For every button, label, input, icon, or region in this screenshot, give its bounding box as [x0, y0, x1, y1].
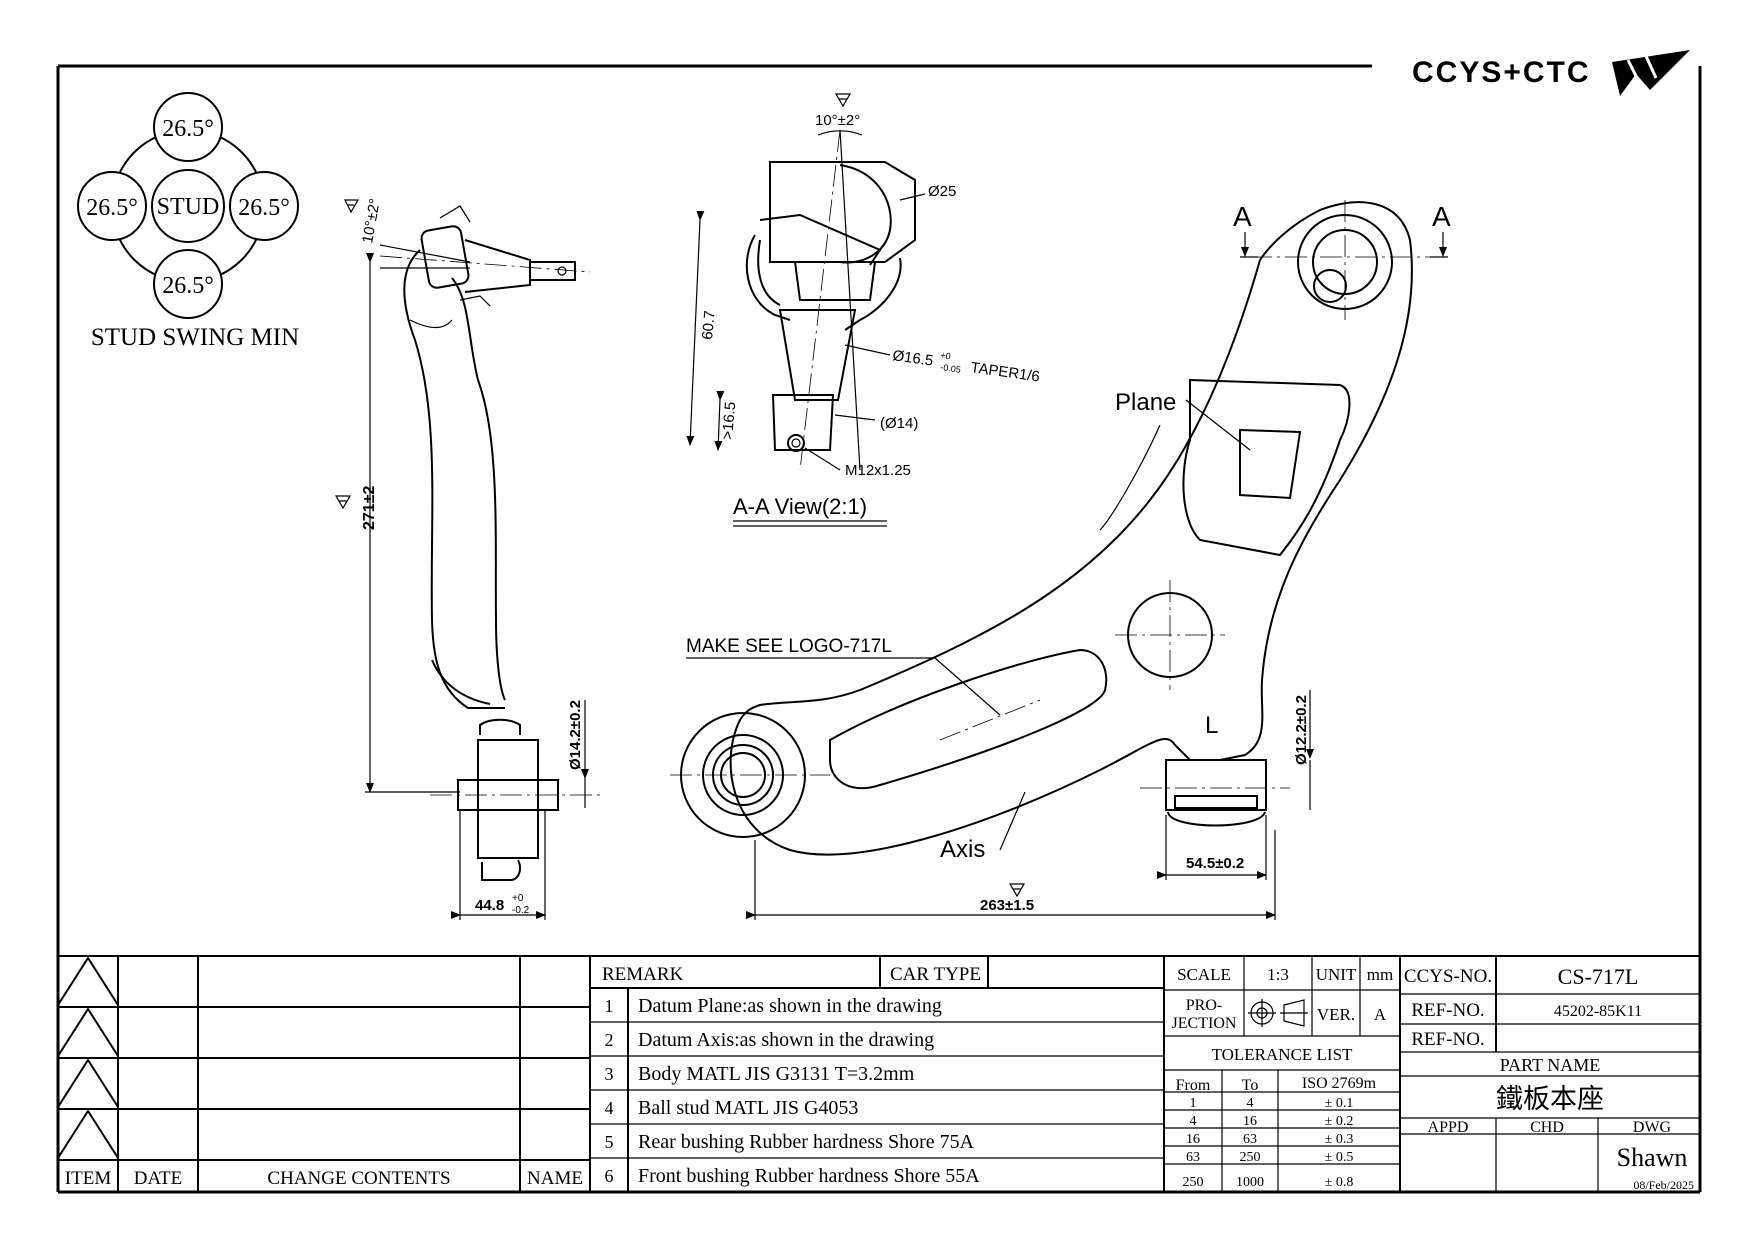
ref-no-value: 45202-85K11	[1554, 1003, 1642, 1020]
svg-text:± 0.3: ± 0.3	[1325, 1132, 1354, 1147]
remark-3: Body MATL JIS G3131 T=3.2mm	[638, 1063, 915, 1085]
aa-length-dim: 60.7	[699, 310, 718, 341]
part-name-value: 鐵板本座	[1496, 1084, 1604, 1114]
dwg-label: DWG	[1633, 1119, 1672, 1136]
svg-text:2: 2	[605, 1030, 614, 1050]
svg-text:1000: 1000	[1236, 1175, 1264, 1190]
svg-text:6: 6	[605, 1166, 614, 1186]
remark-5: Rear bushing Rubber hardness Shore 75A	[638, 1131, 975, 1153]
svg-text:63: 63	[1243, 1132, 1257, 1147]
rev-header-change: CHANGE CONTENTS	[267, 1168, 450, 1189]
rev-header-date: DATE	[134, 1168, 183, 1189]
section-a-right: A	[1432, 201, 1451, 232]
sheet-border	[56, 64, 1702, 1194]
company-logo: CCYS+CTC	[1412, 50, 1690, 96]
svg-text:From: From	[1176, 1077, 1211, 1094]
swing-angle-bottom: 26.5°	[162, 273, 214, 299]
svg-text:4: 4	[605, 1098, 614, 1118]
svg-text:± 0.2: ± 0.2	[1325, 1114, 1354, 1129]
tolerance-title: TOLERANCE LIST	[1212, 1045, 1353, 1064]
aa-ball-dia: Ø25	[928, 183, 956, 200]
svg-text:ISO 2769m: ISO 2769m	[1302, 1075, 1377, 1092]
aa-thread: M12x1.25	[845, 462, 911, 479]
svg-text:PRO-: PRO-	[1186, 997, 1222, 1014]
remark-header: REMARK	[602, 964, 684, 985]
stud-label: STUD	[157, 194, 220, 220]
section-a-left: A	[1233, 201, 1252, 232]
svg-text:-0.2: -0.2	[512, 905, 530, 916]
aa-thread-len-dim: >16.5	[719, 401, 739, 440]
rear-bushing-width: 54.5±0.2	[1186, 855, 1244, 872]
svg-text:+0: +0	[512, 893, 524, 904]
aa-angle-dim: 10°±2°	[815, 112, 860, 129]
svg-text:250: 250	[1183, 1175, 1204, 1190]
side-height-dim: 271±2	[361, 486, 378, 530]
unit-label: UNIT	[1316, 965, 1357, 984]
chd-label: CHD	[1530, 1119, 1564, 1136]
title-block: ITEM DATE CHANGE CONTENTS NAME REMARK CA…	[57, 955, 1700, 1192]
aa-taper-text: TAPER1/6	[969, 359, 1040, 386]
swing-angle-top: 26.5°	[162, 116, 214, 142]
rev-header-name: NAME	[527, 1168, 583, 1189]
side-bushing-width: 44.8	[475, 897, 504, 914]
svg-text:16: 16	[1243, 1114, 1257, 1129]
svg-text:1: 1	[1190, 1096, 1197, 1111]
svg-text:± 0.5: ± 0.5	[1325, 1150, 1354, 1165]
aa-section-view: 10°±2° 60.7 >16.5 Ø25 Ø16.5 +0 -0.05 TAP…	[686, 93, 1041, 527]
side-bushing-dia: Ø14.2±0.2	[567, 700, 584, 770]
appd-label: APPD	[1428, 1119, 1469, 1136]
remark-2: Datum Axis:as shown in the drawing	[638, 1029, 934, 1051]
svg-text:± 0.8: ± 0.8	[1325, 1175, 1354, 1190]
plane-label: Plane	[1115, 389, 1176, 416]
svg-text:5: 5	[605, 1132, 614, 1152]
rev-header-item: ITEM	[65, 1168, 112, 1189]
aa-shank-dia: (Ø14)	[880, 415, 918, 432]
aa-view-title: A-A View(2:1)	[733, 494, 867, 519]
ccys-no-value: CS-717L	[1558, 964, 1639, 989]
dwg-value: Shawn	[1617, 1143, 1688, 1172]
span-dim: 263±1.5	[980, 897, 1034, 914]
ref-no2-label: REF-NO.	[1411, 1029, 1484, 1050]
ccys-no-label: CCYS-NO.	[1404, 966, 1492, 987]
remark-6: Front bushing Rubber hardness Shore 55A	[638, 1165, 980, 1187]
rear-bushing-dia: Ø12.2±0.2	[1293, 695, 1310, 765]
svg-text:1: 1	[605, 996, 614, 1016]
car-type-label: CAR TYPE	[890, 964, 981, 985]
swing-angle-right: 26.5°	[238, 195, 290, 221]
plan-view: A A Plane	[670, 200, 1451, 920]
svg-text:16: 16	[1186, 1132, 1200, 1147]
svg-text:JECTION: JECTION	[1172, 1015, 1237, 1032]
svg-text:250: 250	[1240, 1150, 1261, 1165]
scale-label: SCALE	[1177, 965, 1231, 984]
aa-taper-dia: Ø16.5	[891, 347, 934, 370]
svg-text:4: 4	[1247, 1096, 1254, 1111]
remark-1: Datum Plane:as shown in the drawing	[638, 995, 942, 1017]
unit-value: mm	[1367, 965, 1393, 984]
part-name-label: PART NAME	[1500, 1055, 1600, 1075]
axis-label: Axis	[940, 836, 985, 863]
ref-no-label: REF-NO.	[1411, 1000, 1484, 1021]
stud-swing-diagram: STUD 26.5° 26.5° 26.5° 26.5° STUD SWING …	[77, 92, 299, 351]
swing-caption: STUD SWING MIN	[91, 324, 299, 351]
svg-text:CCYS+CTC: CCYS+CTC	[1412, 56, 1591, 89]
svg-text:± 0.1: ± 0.1	[1325, 1096, 1354, 1111]
side-view: 10°±2° 271±2 Ø14.2±0.2 44.8 +0 -0.2	[334, 197, 600, 920]
svg-text:+0: +0	[940, 350, 952, 361]
ver-value: A	[1374, 1005, 1387, 1024]
swing-angle-left: 26.5°	[86, 195, 138, 221]
remark-4: Ball stud MATL JIS G4053	[638, 1097, 858, 1119]
ver-label: VER.	[1317, 1005, 1355, 1024]
svg-text:-0.05: -0.05	[940, 362, 962, 375]
drawing-date: 08/Feb/2025	[1633, 1178, 1694, 1192]
projection-symbol-icon	[1248, 999, 1308, 1027]
scale-value: 1:3	[1267, 965, 1289, 984]
svg-text:To: To	[1242, 1077, 1259, 1094]
svg-text:3: 3	[605, 1064, 614, 1084]
svg-text:4: 4	[1190, 1114, 1197, 1129]
svg-text:63: 63	[1186, 1150, 1200, 1165]
side-angle-dim: 10°±2°	[359, 197, 384, 245]
side-mark-l: L	[1205, 712, 1218, 739]
logo-note: MAKE SEE LOGO-717L	[686, 636, 892, 657]
